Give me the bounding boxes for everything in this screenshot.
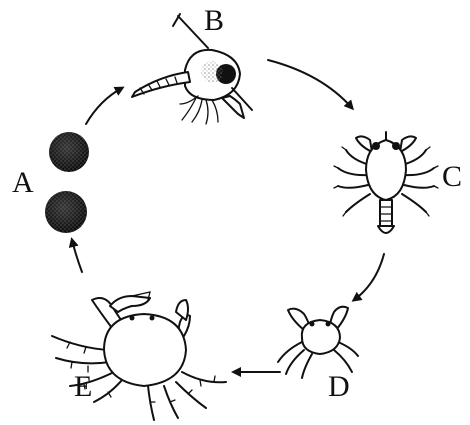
stage-label-b: B <box>204 4 224 37</box>
zoea-larva-stage <box>132 14 252 124</box>
stage-label-d: D <box>328 370 350 403</box>
egg-stage <box>45 132 89 233</box>
stage-label-c: C <box>442 160 462 193</box>
juvenile-crab-stage <box>278 307 358 378</box>
arrow-a-to-b <box>86 88 122 124</box>
megalopa-stage <box>334 132 438 233</box>
stage-label-e: E <box>74 370 92 403</box>
stage-label-a: A <box>12 166 34 199</box>
arrow-e-to-a <box>72 240 82 272</box>
arrow-c-to-d <box>354 254 384 300</box>
arrow-b-to-c <box>268 60 352 108</box>
